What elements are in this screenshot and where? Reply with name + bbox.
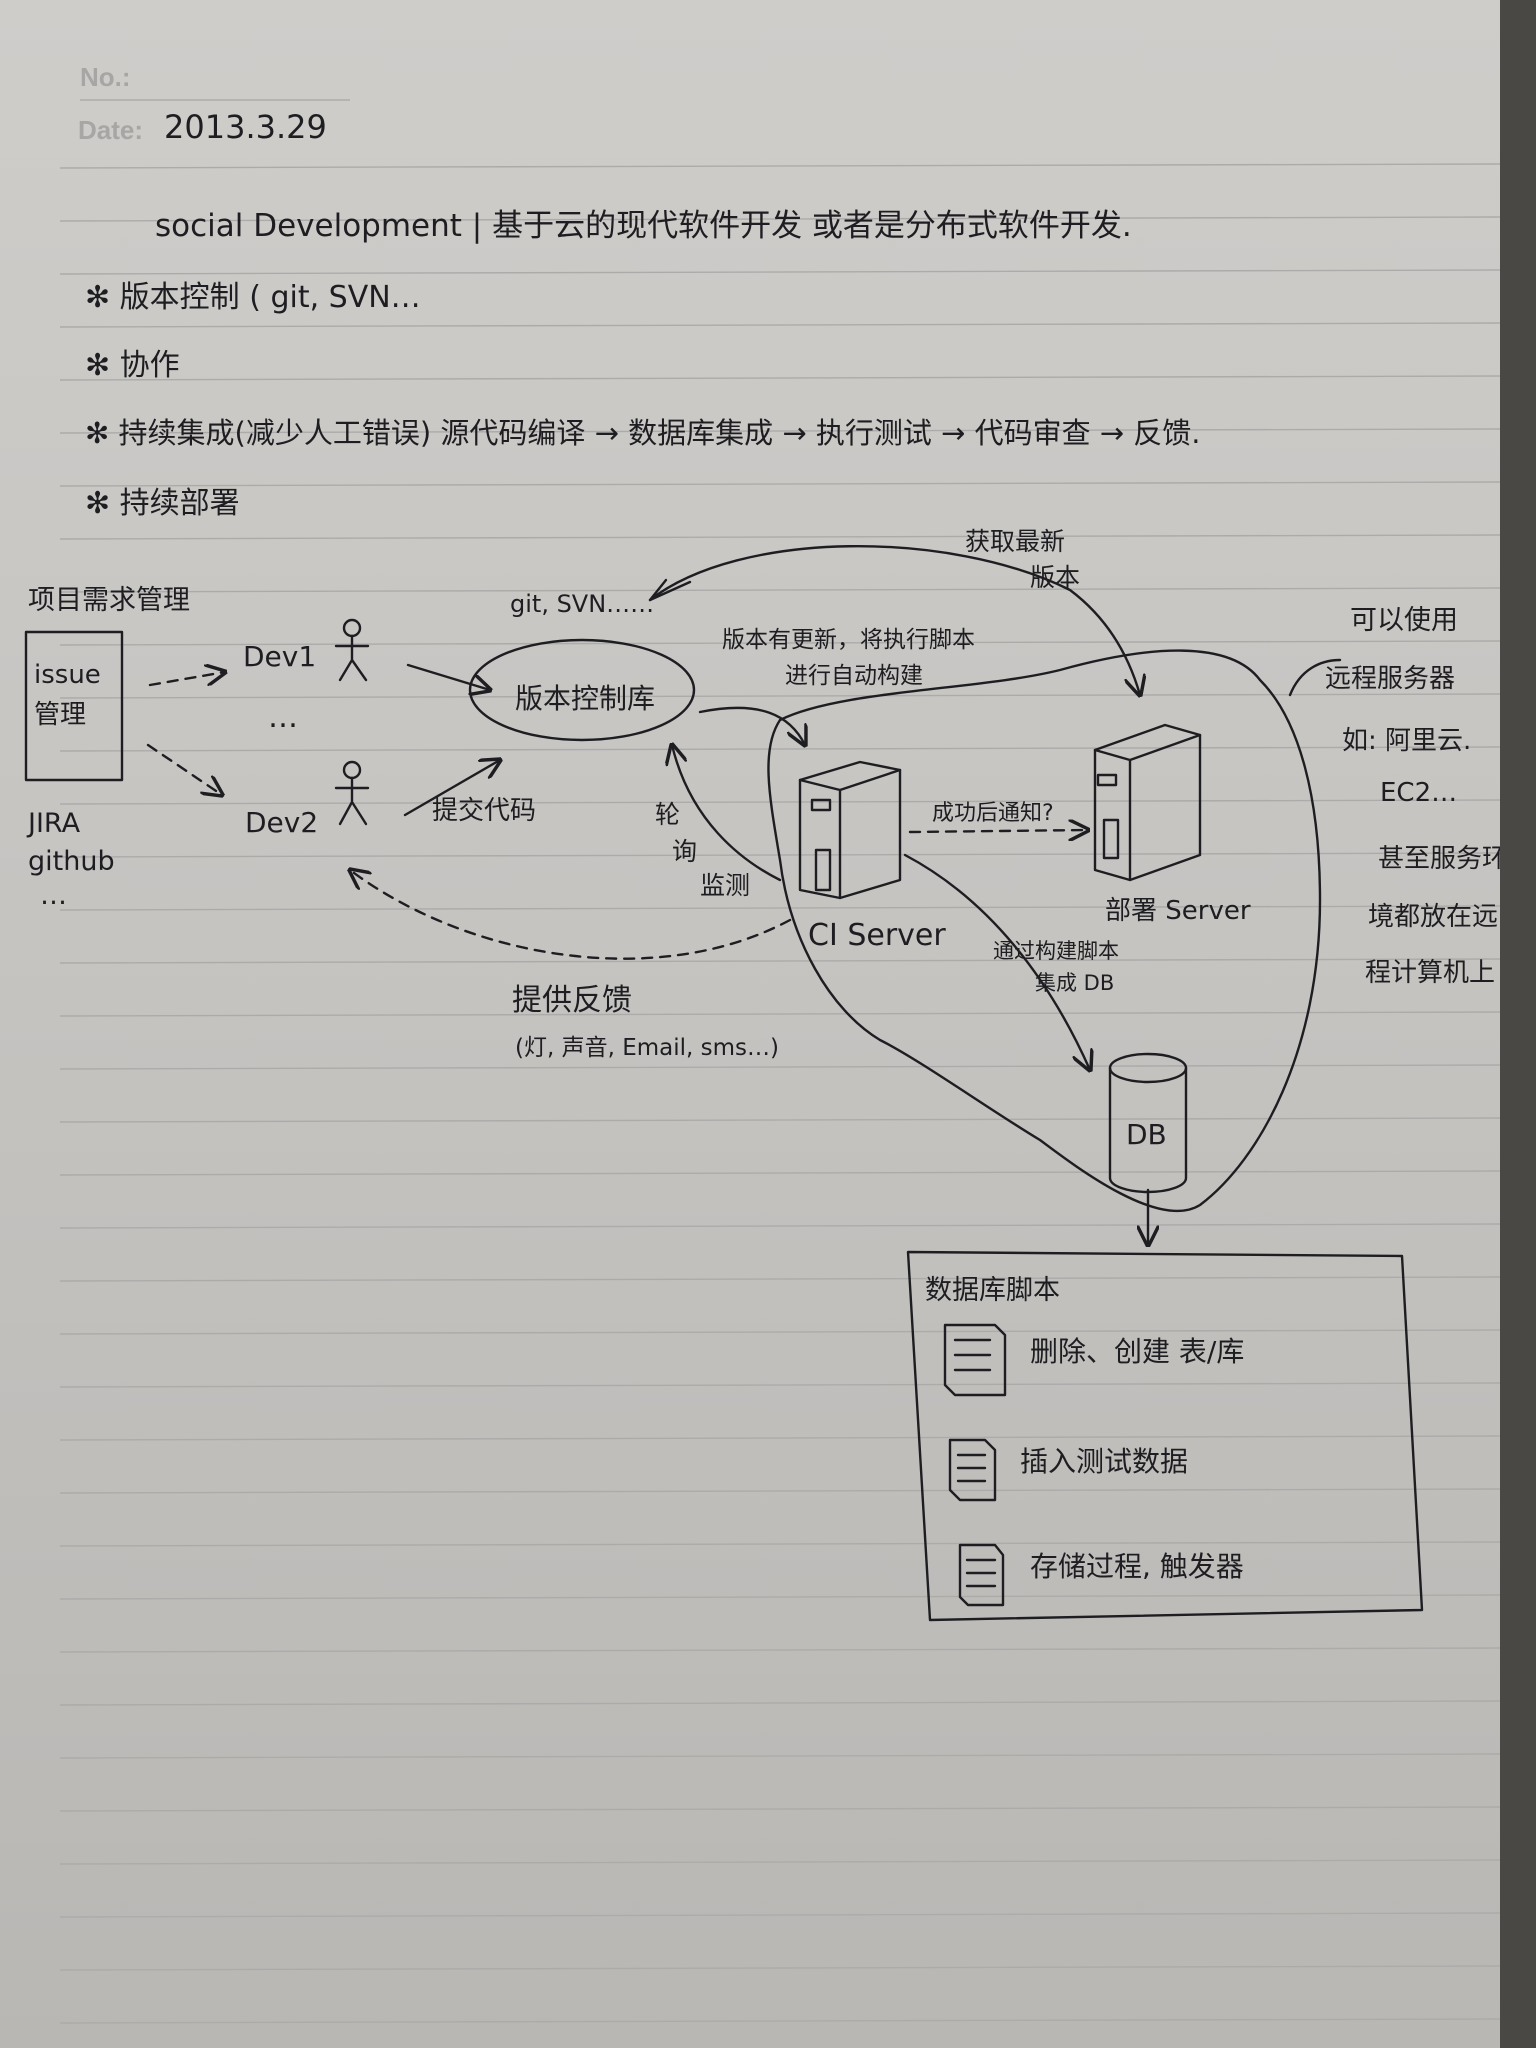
db-build-label-1: 通过构建脚本 <box>993 939 1119 963</box>
vcs-trigger-arrow <box>698 706 805 745</box>
ci-server-label: CI Server <box>808 918 946 953</box>
poll-arrow <box>672 745 782 882</box>
feedback-arrow <box>350 870 792 960</box>
cloud-note-3: 如: 阿里云. <box>1342 726 1472 756</box>
no-label: No.: <box>80 62 131 92</box>
issue-box-label: issue 管理 <box>34 660 101 730</box>
page-title: social Development | 基于云的现代软件开发 或者是分布式软件… <box>155 208 1132 244</box>
date-value: 2013.3.29 <box>164 108 327 146</box>
ci-to-db-arrow <box>903 853 1090 1070</box>
bullet-continuous-integration: ✻ 持续集成(减少人工错误) 源代码编译 → 数据库集成 → 执行测试 → 代码… <box>85 416 1201 450</box>
cloud-note-1: 可以使用 <box>1350 605 1458 636</box>
document-icon <box>948 1438 997 1502</box>
trigger-label-1: 版本有更新，将执行脚本 <box>722 627 975 653</box>
db-build-label-2: 集成 DB <box>1035 971 1115 995</box>
bullet-collaboration: ✻ 协作 <box>85 348 180 383</box>
cloud-boundary <box>767 649 1322 1212</box>
dev2-label: Dev2 <box>245 806 319 839</box>
trigger-label-2: 进行自动构建 <box>785 663 923 689</box>
dev1-label: Dev1 <box>243 640 317 673</box>
deploy-server-icon <box>1093 723 1202 882</box>
db-script-procedures-triggers: 存储过程, 触发器 <box>1030 1550 1244 1583</box>
vcs-ellipse <box>468 638 696 742</box>
issue-mgmt-title: 项目需求管理 <box>28 585 190 616</box>
cloud-note-4: EC2… <box>1380 778 1458 808</box>
notify-arrow <box>908 830 1088 832</box>
vcs-tools-label: git, SVN…… <box>510 590 655 618</box>
notify-label: 成功后通知? <box>932 801 1054 826</box>
notebook-page: No.: Date: 2013.3.29 social Development … <box>0 0 1500 2048</box>
dev1-to-vcs-arrow <box>406 663 490 690</box>
commit-label: 提交代码 <box>432 796 537 826</box>
deploy-server-label: 部署 Server <box>1105 896 1251 926</box>
fetch-latest-label-1: 获取最新 <box>965 527 1066 556</box>
cloud-note-2: 远程服务器 <box>1325 664 1456 694</box>
bullet-continuous-deployment: ✻ 持续部署 <box>85 486 240 521</box>
issue-tool-more: … <box>40 880 67 911</box>
fetch-latest-arrow <box>648 545 1140 695</box>
db-script-insert-test-data: 插入测试数据 <box>1020 1445 1189 1478</box>
feedback-label: 提供反馈 <box>512 983 632 1018</box>
dev2-figure-icon <box>334 760 370 826</box>
cloud-note-5: 甚至服务环 <box>1378 844 1500 874</box>
poll-label-2: 询 <box>672 837 698 866</box>
document-icon <box>943 1323 1007 1397</box>
ci-server-icon <box>798 760 902 900</box>
ci-diagram <box>24 545 1424 1622</box>
poll-label-3: 监测 <box>700 871 751 900</box>
cloud-note-6: 境都放在远 <box>1368 902 1499 932</box>
bullet-version-control: ✻ 版本控制 ( git, SVN… <box>85 280 421 315</box>
issue-to-dev2-arrow <box>146 743 222 795</box>
issue-to-dev1-arrow <box>148 672 225 687</box>
date-label: Date: <box>78 115 144 145</box>
document-icon <box>958 1543 1005 1607</box>
db-scripts-title: 数据库脚本 <box>925 1275 1060 1306</box>
fetch-latest-label-2: 版本 <box>1030 563 1081 592</box>
dev-ellipsis: … <box>268 700 298 735</box>
db-label: DB <box>1126 1118 1167 1151</box>
cloud-note-pointer <box>1288 658 1342 697</box>
dev2-to-vcs-arrow <box>403 760 500 817</box>
scripts-box <box>906 1250 1424 1622</box>
issue-box <box>24 630 124 782</box>
issue-tool-jira: JIRA <box>28 808 81 839</box>
db-script-drop-create: 删除、创建 表/库 <box>1030 1335 1245 1368</box>
issue-tool-github: github <box>28 846 115 877</box>
poll-label-1: 轮 <box>655 800 681 829</box>
vcs-label: 版本控制库 <box>515 682 656 715</box>
cloud-note-7: 程计算机上 <box>1365 958 1496 988</box>
feedback-channels-label: (灯, 声音, Email, sms…) <box>515 1035 779 1061</box>
dev1-figure-icon <box>334 618 370 682</box>
